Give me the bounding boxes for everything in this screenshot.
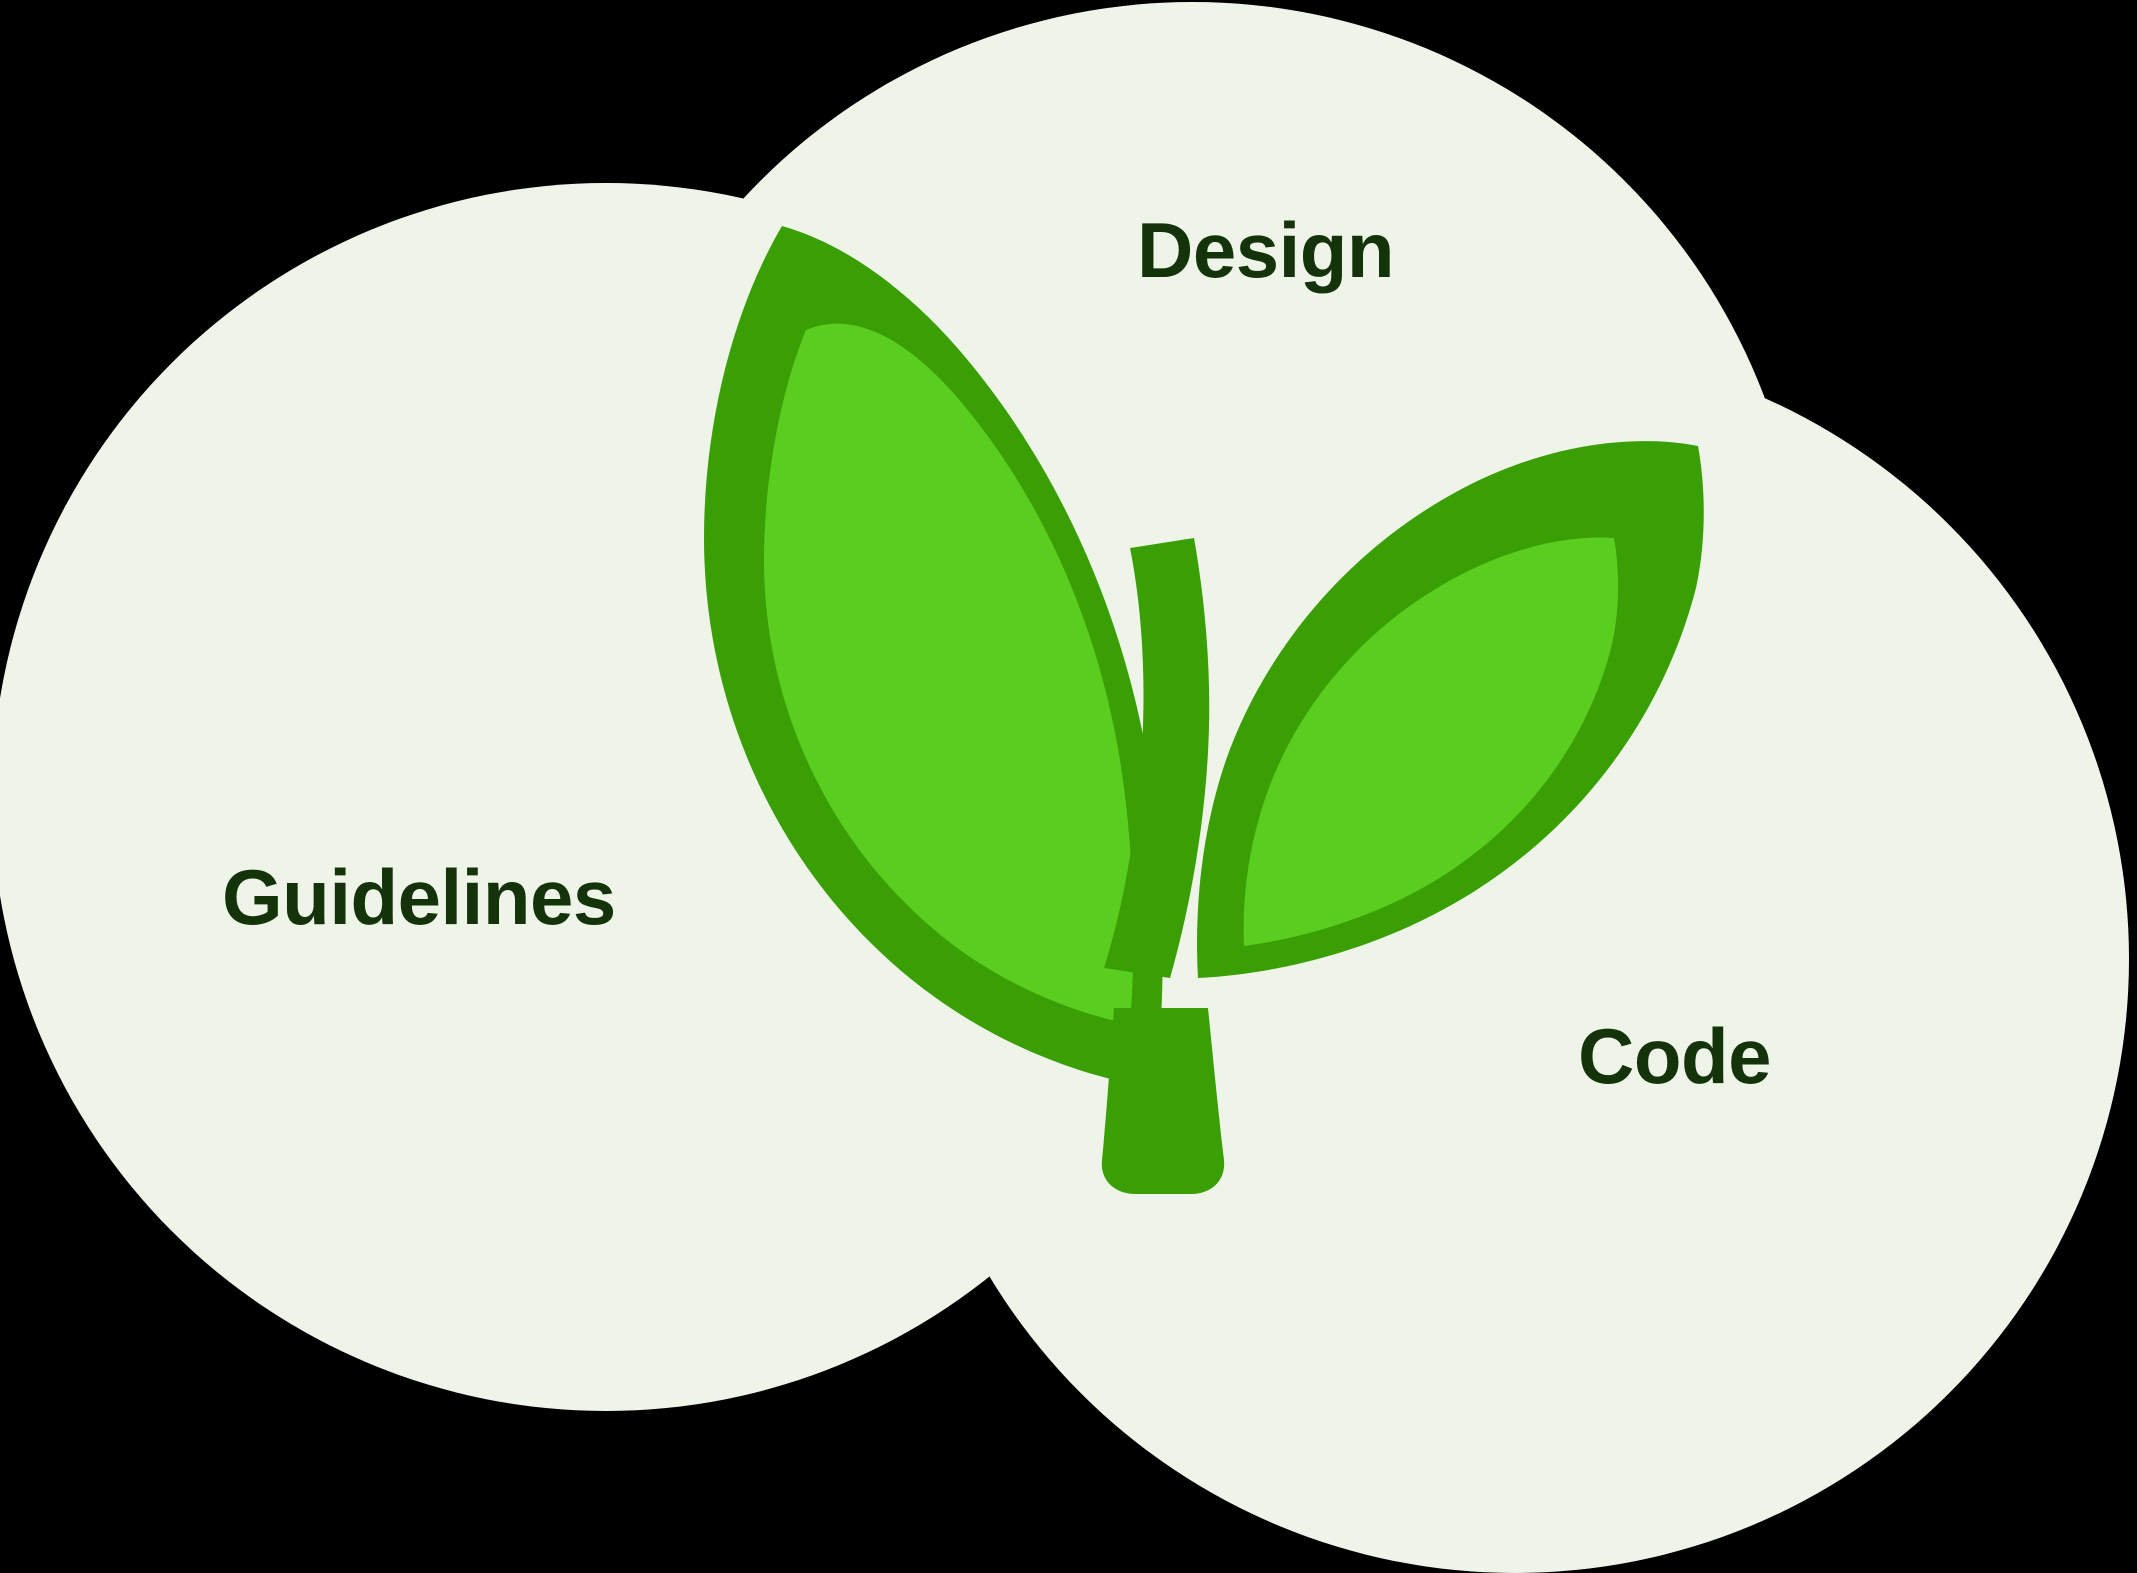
left-leaf-fill (764, 323, 1134, 1024)
venn-label-guidelines: Guidelines (222, 853, 616, 941)
venn-label-design: Design (1137, 206, 1395, 294)
sprout-stem (1101, 1008, 1225, 1194)
sprout-icon (686, 208, 1726, 1196)
venn-label-code: Code (1578, 1012, 1772, 1100)
sprout-icon-group (704, 226, 1704, 1194)
right-leaf-fill (1243, 537, 1619, 946)
sprout-junction (1104, 538, 1210, 978)
